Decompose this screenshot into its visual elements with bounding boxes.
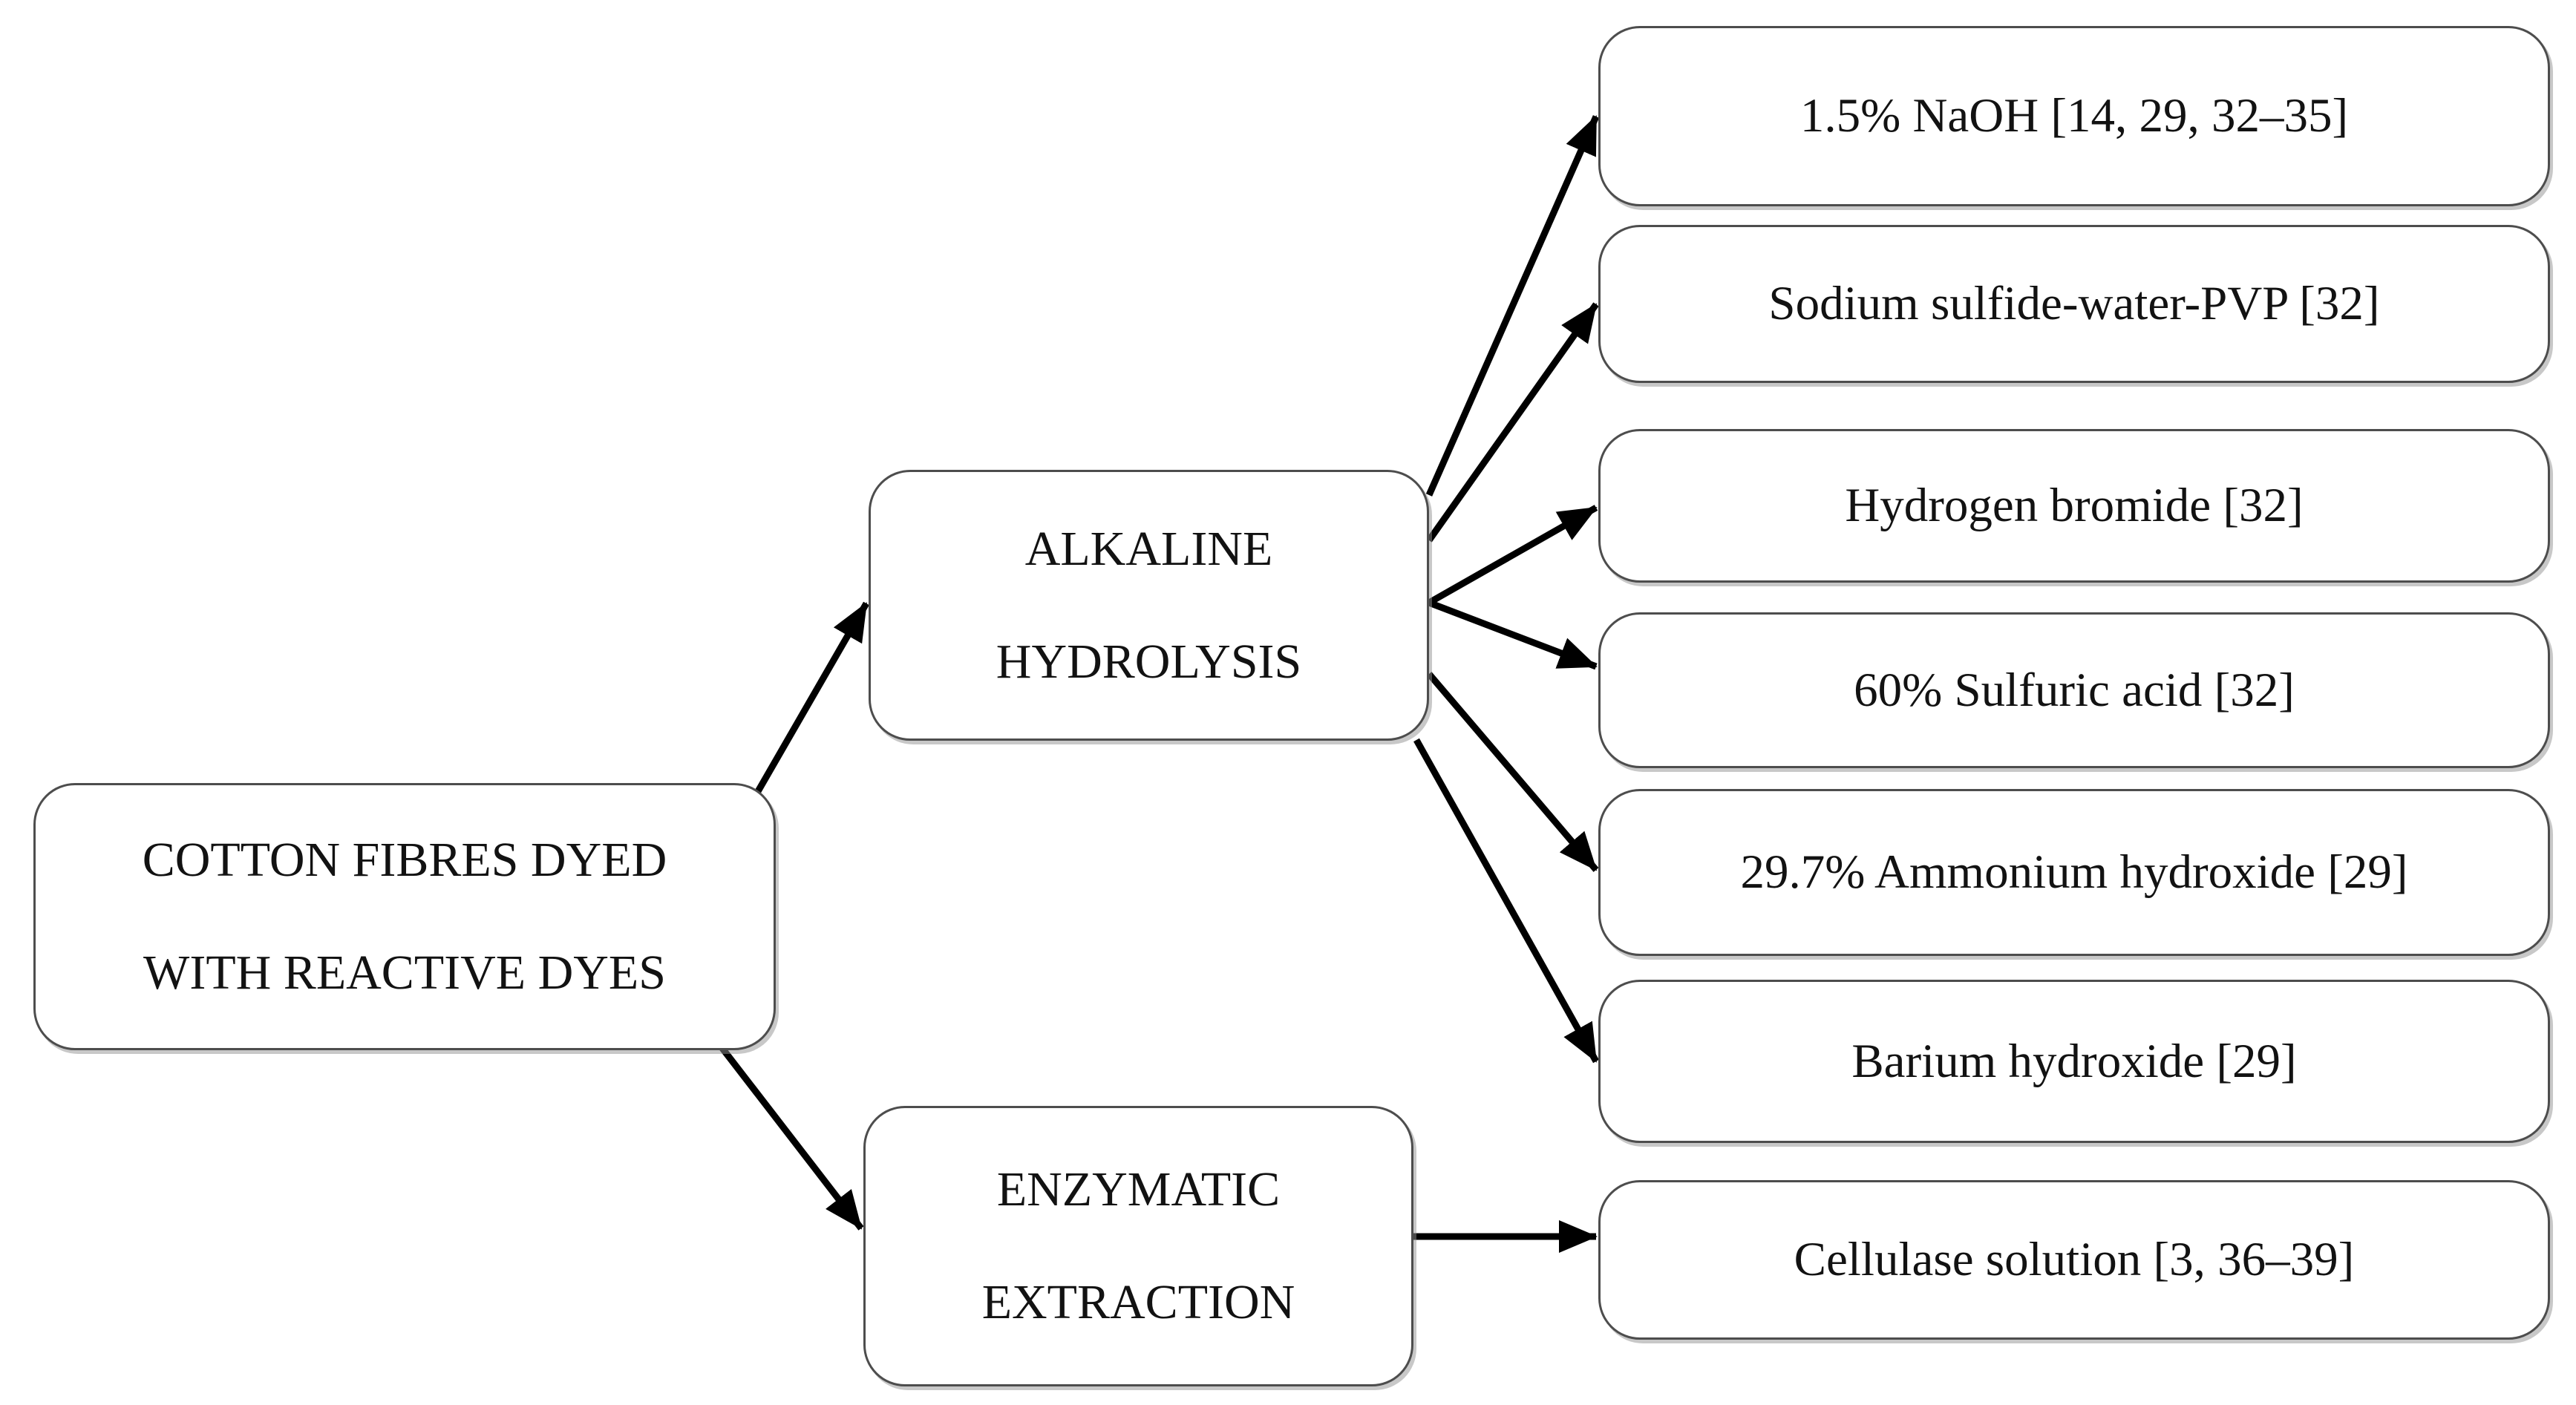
node-reagent-sodium-sulfide-pvp: Sodium sulfide-water-PVP [32] <box>1598 225 2550 383</box>
node-reagent-barium-hydroxide: Barium hydroxide [29] <box>1598 980 2550 1143</box>
reagent-label: 60% Sulfuric acid [32] <box>1854 663 2295 717</box>
arrow-alkaline-to-sulfuric-acid <box>1428 599 1598 670</box>
arrow-root-to-enzymatic <box>713 1038 864 1231</box>
node-label-line2: EXTRACTION <box>981 1275 1295 1329</box>
arrow-root-to-alkaline <box>754 601 869 795</box>
arrow-alkaline-to-ammonium-hydroxide <box>1426 672 1599 872</box>
node-label-line1: ENZYMATIC <box>996 1162 1281 1217</box>
reagent-label: Cellulase solution [3, 36–39] <box>1794 1233 2355 1286</box>
node-reagent-naoh: 1.5% NaOH [14, 29, 32–35] <box>1598 26 2550 206</box>
node-label-line1: COTTON FIBRES DYED <box>142 833 667 888</box>
reagent-label: Sodium sulfide-water-PVP [32] <box>1768 277 2380 330</box>
node-reagent-ammonium-hydroxide: 29.7% Ammonium hydroxide [29] <box>1598 789 2550 956</box>
arrow-alkaline-to-sodium-sulfide <box>1426 302 1599 543</box>
arrow-alkaline-to-naoh <box>1425 115 1600 497</box>
node-label-line2: HYDROLYSIS <box>996 634 1302 689</box>
node-label-line2: WITH REACTIVE DYES <box>143 946 666 1000</box>
reagent-label: Hydrogen bromide [32] <box>1845 479 2304 532</box>
node-reagent-sulfuric-acid: 60% Sulfuric acid [32] <box>1598 612 2550 768</box>
node-alkaline-hydrolysis: ALKALINE HYDROLYSIS <box>869 470 1429 741</box>
reagent-label: 1.5% NaOH [14, 29, 32–35] <box>1799 89 2349 143</box>
node-cotton-fibres-dyed: COTTON FIBRES DYED WITH REACTIVE DYES <box>33 783 776 1050</box>
node-reagent-hydrogen-bromide: Hydrogen bromide [32] <box>1598 429 2550 583</box>
node-reagent-cellulase-solution: Cellulase solution [3, 36–39] <box>1598 1180 2550 1340</box>
node-label-line1: ALKALINE <box>1024 521 1273 576</box>
reagent-label: 29.7% Ammonium hydroxide [29] <box>1740 845 2408 899</box>
arrow-alkaline-to-barium-hydroxide <box>1413 738 1599 1064</box>
node-enzymatic-extraction: ENZYMATIC EXTRACTION <box>863 1106 1413 1386</box>
arrow-alkaline-to-hydrogen-bromide <box>1427 505 1598 606</box>
reagent-label: Barium hydroxide [29] <box>1851 1034 2297 1088</box>
